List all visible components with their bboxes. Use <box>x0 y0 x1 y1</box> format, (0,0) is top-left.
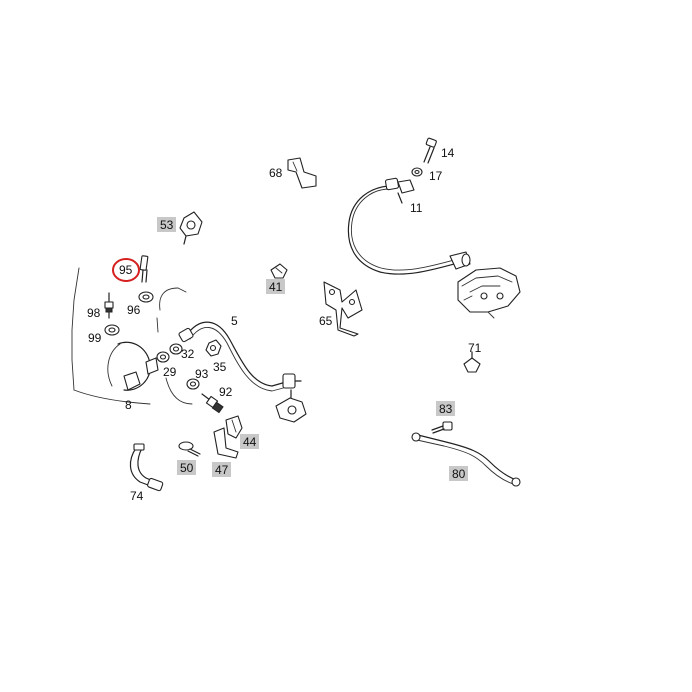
ring-29-drawing <box>156 351 170 363</box>
clip-71-drawing <box>463 351 481 373</box>
bracket-68-drawing <box>287 157 317 189</box>
label-98: 98 <box>87 306 101 320</box>
bracket-65-drawing <box>323 281 363 337</box>
label-99: 99 <box>88 331 102 345</box>
washer-93-drawing <box>186 378 200 390</box>
label-box-80 <box>449 466 468 481</box>
sensor-92-drawing <box>201 393 224 414</box>
grommet-96-drawing <box>138 291 154 303</box>
label-93: 93 <box>195 367 209 381</box>
label-17: 17 <box>429 169 443 183</box>
label-box-47 <box>212 462 231 477</box>
strap-74-drawing <box>129 443 164 492</box>
clip-44-drawing <box>225 415 243 439</box>
label-41: 41 <box>269 280 283 294</box>
label-74: 74 <box>130 489 144 503</box>
bolt-83-drawing <box>431 421 453 434</box>
label-95: 95 <box>119 263 133 277</box>
label-box-41 <box>266 279 285 294</box>
label-83: 83 <box>439 402 453 416</box>
label-32: 32 <box>181 347 195 361</box>
label-44: 44 <box>243 435 257 449</box>
control-unit-drawing <box>457 267 521 319</box>
label-box-83 <box>436 401 455 416</box>
sensor-cable-11-drawing <box>347 177 471 275</box>
label-53: 53 <box>160 218 174 232</box>
fitting-drawing <box>275 389 307 423</box>
label-8: 8 <box>125 398 132 412</box>
bolt-14-drawing <box>423 137 437 164</box>
connector-53-drawing <box>179 211 203 245</box>
label-11: 11 <box>410 201 423 215</box>
label-71: 71 <box>468 341 482 355</box>
label-96: 96 <box>127 303 141 317</box>
clip-41-drawing <box>270 263 288 279</box>
holder-8-drawing <box>117 341 159 391</box>
label-box-50 <box>177 460 196 475</box>
sensor-98-drawing <box>104 292 114 319</box>
cable-80-drawing <box>411 432 521 487</box>
label-47: 47 <box>215 463 229 477</box>
label-5: 5 <box>231 314 238 328</box>
label-box-44 <box>240 434 259 449</box>
washer-32-drawing <box>169 343 183 355</box>
washer-99-drawing <box>104 324 120 336</box>
hose-5-drawing <box>178 321 302 392</box>
body-outline-drawing <box>71 267 193 405</box>
label-92: 92 <box>219 385 233 399</box>
label-35: 35 <box>213 360 227 374</box>
label-68: 68 <box>269 166 283 180</box>
label-14: 14 <box>441 146 455 160</box>
highlight-ring <box>112 258 140 282</box>
label-80: 80 <box>452 467 466 481</box>
label-65: 65 <box>319 314 333 328</box>
label-50: 50 <box>180 461 194 475</box>
bracket-47-drawing <box>213 427 239 459</box>
label-29: 29 <box>163 365 177 379</box>
nut-35-drawing <box>205 339 222 357</box>
label-box-53 <box>157 217 176 232</box>
sensor-stud-95-drawing <box>139 255 149 283</box>
washer-17-drawing <box>411 167 423 177</box>
screw-50-drawing <box>178 441 201 457</box>
